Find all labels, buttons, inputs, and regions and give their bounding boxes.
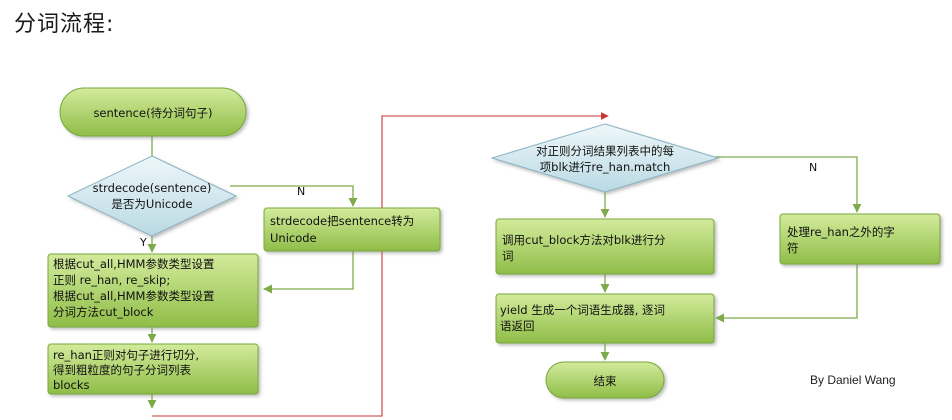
node-convert-line-2: Unicode [270,231,317,245]
node-end-label: 结束 [594,374,617,388]
author-credit: By Daniel Wang [810,373,896,387]
edge-loop-no-to-other [715,156,862,213]
node-yield-line-1: yield 生成一个词语生成器, 逐词 [500,303,665,317]
node-start-label: sentence(待分词句子) [93,106,212,120]
node-start [59,87,247,137]
node-cut [495,218,715,275]
node-end [545,361,665,399]
node-other-line-2: 符 [787,241,799,255]
node-split-line-3: blocks [53,378,90,392]
node-split-line-2: 得到粗粒度的句子分词列表 [53,363,191,377]
node-yield [495,293,715,344]
edge-label-no-1: N [297,185,305,198]
node-split-line-1: re_han正则对句子进行切分, [53,348,199,362]
node-cut-line-2: 词 [502,249,514,263]
node-loop [490,123,720,193]
node-loop-line-2: 项blk进行re_han.match [540,160,671,174]
node-convert [263,207,441,252]
edge-other-to-yield [715,264,858,323]
edge-label-no-2: N [809,161,817,174]
node-check-line-2: 是否为Unicode [111,197,192,211]
edge-connector-to-loop [152,112,609,417]
node-setup-line-3: 根据cut_all,HMM参数类型设置 [53,289,214,303]
node-check [66,155,238,237]
node-other-line-1: 处理re_han之外的字 [787,225,895,239]
page-title: 分词流程: [14,12,115,37]
edge-label-yes-1: Y [139,236,147,249]
node-cut-line-1: 调用cut_block方法对blk进行分 [502,233,666,247]
node-convert-line-1: strdecode把sentence转为 [270,214,414,228]
node-split [47,343,259,395]
node-yield-line-2: 语返回 [500,319,535,333]
node-setup-line-2: 正则 re_han, re_skip; [53,273,170,287]
edge-convert-to-setup [263,251,354,294]
node-setup-line-4: 分词方法cut_block [53,305,154,319]
node-other [779,213,941,265]
node-loop-line-1: 对正则分词结果列表中的每 [536,144,674,158]
edge-check-no-to-convert [230,185,358,207]
node-check-line-1: strdecode(sentence) [93,181,212,195]
node-setup-line-1: 根据cut_all,HMM参数类型设置 [53,257,214,271]
node-setup [47,253,259,328]
